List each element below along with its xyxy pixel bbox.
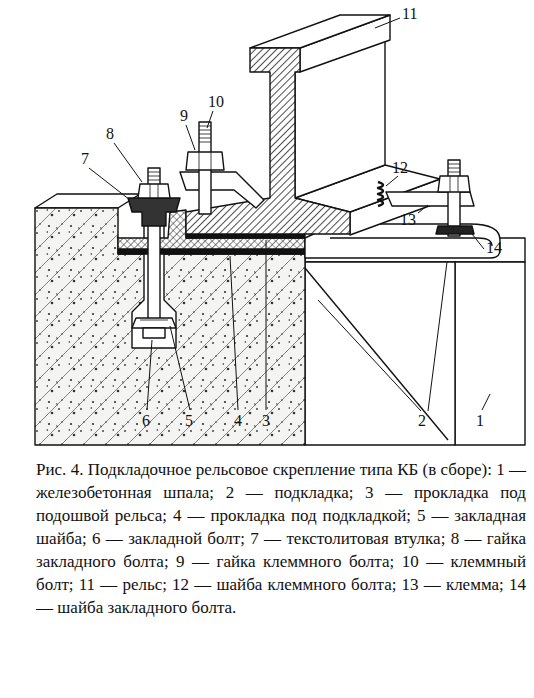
drawing-path — [114, 143, 142, 182]
drawing-path — [378, 182, 383, 206]
drawing-g — [35, 15, 525, 445]
callout-number: 11 — [402, 6, 417, 22]
drawing-path — [170, 326, 190, 410]
callout-number: 14 — [486, 240, 502, 256]
drawing-path — [199, 126, 211, 142]
drawing-rect — [448, 160, 460, 236]
drawing-path — [438, 176, 470, 192]
drawing-path — [207, 111, 213, 128]
drawing-path — [386, 176, 398, 186]
drawing-path — [436, 226, 474, 234]
drawing-path — [428, 262, 447, 411]
drawing-path — [186, 125, 195, 150]
drawing-path — [386, 192, 474, 206]
drawing-path — [140, 320, 168, 321]
drawing-path — [199, 152, 211, 170]
drawing-path — [472, 234, 484, 249]
drawing-rect — [143, 328, 165, 338]
leader-lines — [89, 18, 490, 411]
drawing-path — [455, 262, 525, 445]
drawing-path — [148, 172, 160, 180]
drawing-path — [147, 340, 152, 410]
drawing-path — [186, 48, 350, 234]
drawing-path — [128, 198, 180, 226]
callout-number: 5 — [185, 413, 193, 429]
callout-number: 3 — [262, 413, 270, 429]
drawing-path — [418, 205, 428, 213]
drawing-path — [230, 256, 238, 410]
drawing-path — [35, 208, 305, 445]
callout-number: 6 — [142, 413, 150, 429]
callout-number: 2 — [418, 413, 426, 429]
drawing-path — [375, 18, 400, 28]
drawing-path — [89, 168, 130, 200]
drawing-path — [305, 268, 448, 440]
drawing-rect — [118, 249, 305, 254]
drawing-path — [266, 240, 267, 410]
drawing-path — [250, 15, 390, 48]
callout-number: 4 — [234, 413, 242, 429]
drawing-path — [150, 184, 158, 198]
drawing-path — [482, 394, 490, 410]
drawing-path — [138, 184, 170, 198]
callout-number: 1 — [476, 413, 484, 429]
drawing-path — [132, 318, 176, 328]
drawing-path — [318, 300, 421, 411]
drawing-path — [330, 238, 492, 246]
callout-number: 8 — [106, 126, 114, 142]
drawing-path — [448, 164, 460, 172]
callout-number: 13 — [400, 212, 416, 228]
callout-number: 7 — [81, 151, 89, 167]
figure-caption: Рис. 4. Подкладочное рельсовое скреплени… — [36, 458, 526, 619]
callout-number: 9 — [180, 108, 188, 124]
drawing-path — [305, 262, 455, 445]
drawing-path — [180, 172, 264, 208]
drawing-path — [186, 152, 224, 170]
callout-number: 10 — [208, 94, 224, 110]
drawing-path — [450, 176, 458, 192]
callout-number: 12 — [392, 160, 408, 176]
